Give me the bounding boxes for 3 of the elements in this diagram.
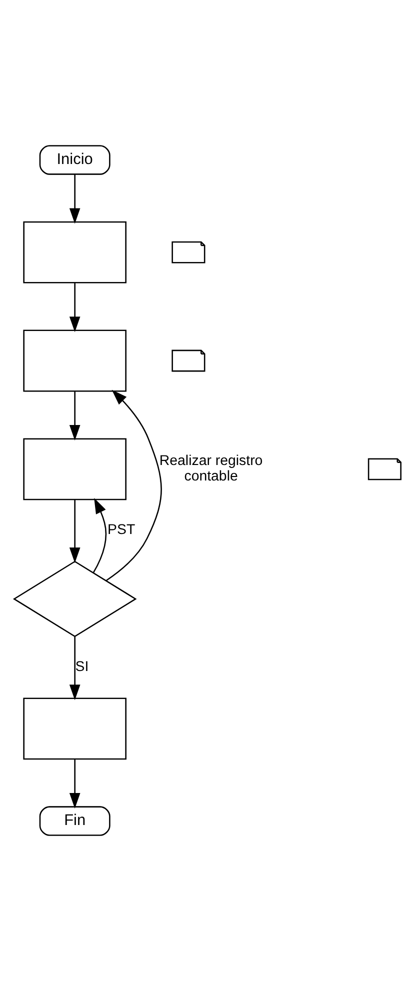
edge-label: SI [74,658,88,675]
edge-label: PST [107,522,135,538]
edge-label: Realizar registro contable [158,453,262,485]
